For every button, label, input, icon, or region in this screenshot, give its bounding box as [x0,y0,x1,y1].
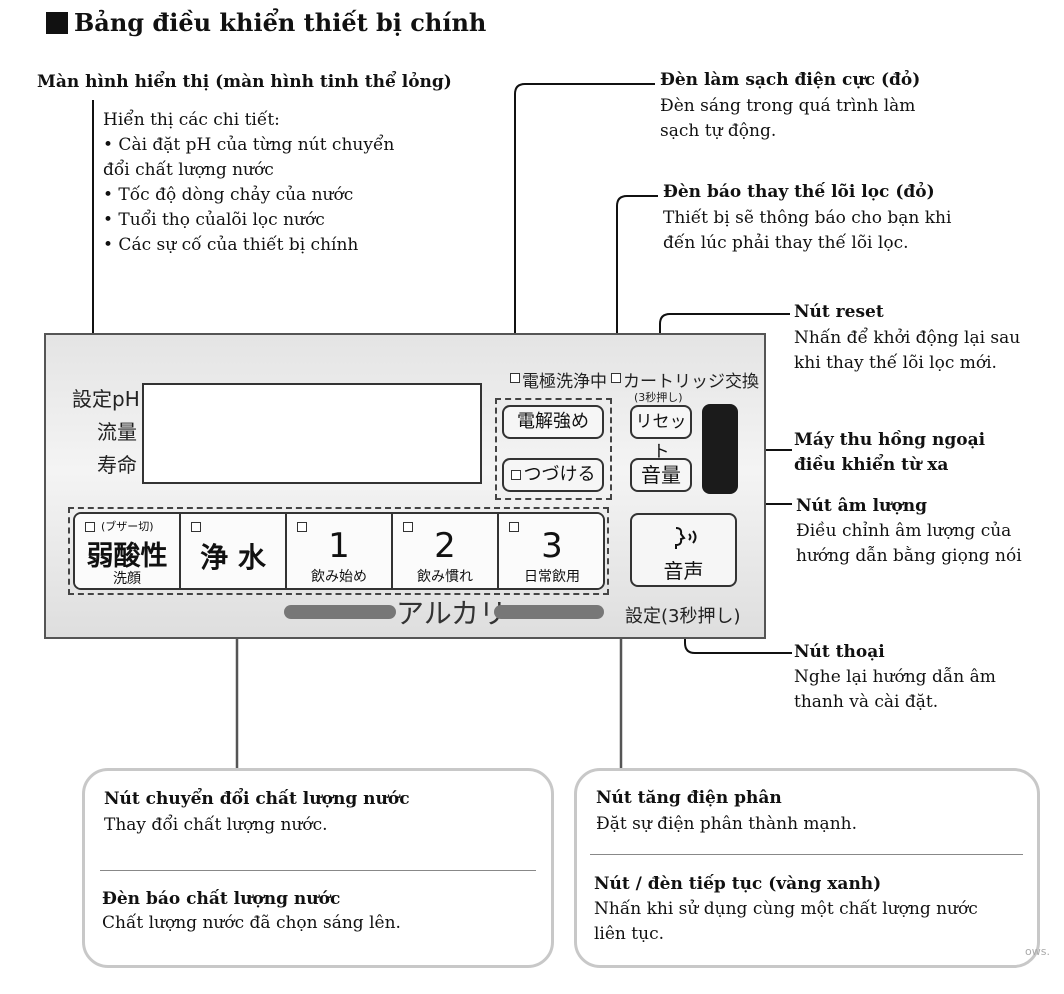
watermark: ows. [1025,945,1050,958]
volume-line: hướng dẫn bằng giọng nói [796,546,1022,566]
cartridge-leader-line [616,195,658,372]
voice-button[interactable]: 音声 [630,513,737,587]
voice-line: Nghe lại hướng dẫn âm [794,667,996,687]
voice-icon [675,527,697,549]
volume-button[interactable]: 音量 [630,458,692,492]
volume-heading: Nút âm lượng [796,496,927,516]
reset-leader-line [659,313,790,406]
continue-line: Nhấn khi sử dụng cùng một chất lượng nướ… [594,899,978,919]
square-bullet-icon [46,12,68,34]
electrode-lamp-label: 電極洗浄中 [522,372,607,392]
reset-line: khi thay thế lõi lọc mới. [794,353,997,373]
water-quality-strip: (ブザー切) 弱酸性 洗顔 浄 水 1 飲み始め 2 飲み慣れ 3 日常飲用 [73,512,605,590]
lcd-label-life: 寿命 [97,453,137,477]
display-line: • Cài đặt pH của từng nút chuyển [103,135,395,155]
bottom-left-divider [100,870,536,871]
alkali-1-sub: 飲み始め [311,569,367,585]
alkali-2-label: 2 [434,526,456,566]
purified-water-lamp [191,522,201,532]
alkali-3-button[interactable]: 3 日常飲用 [499,514,603,588]
display-line: • Tuổi thọ củalõi lọc nước [103,210,325,230]
lcd-label-ph: 設定pH [72,387,140,411]
purified-water-button[interactable]: 浄 水 [181,514,287,588]
ir-receiver [702,404,738,494]
weak-acid-lamp [85,522,95,532]
ir-receiver-heading: Máy thu hồng ngoại điều khiển từ xa [794,428,985,478]
ir-heading-line: điều khiển từ xa [794,455,949,475]
page-title-text: Bảng điều khiển thiết bị chính [74,8,487,37]
display-line: • Các sự cố của thiết bị chính [103,235,359,255]
voice-line: thanh và cài đặt. [794,692,939,712]
alkali-3-label: 3 [541,526,563,566]
electrode-lamp-text: Đèn sáng trong quá trình làm sạch tự độn… [660,94,915,144]
alkali-1-label: 1 [328,526,350,566]
electrode-line: Đèn sáng trong quá trình làm [660,96,916,116]
alkali-2-sub: 飲み慣れ [417,569,473,585]
voice-button-label: 音声 [663,559,704,583]
purified-water-label: 浄 水 [200,541,266,574]
reset-heading: Nút reset [794,302,884,322]
alkali-2-lamp [403,522,413,532]
buzzer-off-note: (ブザー切) [101,520,154,533]
electrode-leader-line [514,83,655,372]
continue-lamp [510,470,521,480]
weak-acid-button[interactable]: (ブザー切) 弱酸性 洗顔 [75,514,181,588]
volume-line: Điều chỉnh âm lượng của [796,521,1012,541]
display-text: Hiển thị các chi tiết: • Cài đặt pH của … [103,108,394,258]
cartridge-lamp-text: Thiết bị sẽ thông báo cho bạn khi đến lú… [663,206,951,256]
cartridge-line: đến lúc phải thay thế lõi lọc. [663,233,909,253]
cartridge-lamp-label: カートリッジ交換 [623,372,759,392]
cartridge-lamp-heading: Đèn báo thay thế lõi lọc (đỏ) [663,182,935,202]
ir-heading-line: Máy thu hồng ngoại [794,430,986,450]
continue-button[interactable]: つづける [502,458,604,492]
continue-heading: Nút / đèn tiếp tục (vàng xanh) [594,874,882,894]
strong-button-text: Đặt sự điện phân thành mạnh. [596,814,857,834]
continue-text: Nhấn khi sử dụng cùng một chất lượng nướ… [594,897,978,947]
reset-button[interactable]: リセット [630,405,692,462]
page-title: Bảng điều khiển thiết bị chính [46,8,486,37]
reset-text: Nhấn để khởi động lại sau khi thay thế l… [794,326,1020,376]
continue-line: liên tục. [594,924,664,944]
continue-button-label: つづける [523,464,596,485]
lcd-label-flow: 流量 [97,420,137,444]
voice-leader-line [684,588,792,654]
electrode-line: sạch tự động. [660,121,777,141]
bottom-right-divider [590,854,1023,855]
strong-button-heading: Nút tăng điện phân [596,788,782,808]
cartridge-note: (3秒押し) [634,391,683,404]
voice-text: Nghe lại hướng dẫn âm thanh và cài đặt. [794,665,996,715]
reset-line: Nhấn để khởi động lại sau [794,328,1021,348]
alkali-2-button[interactable]: 2 飲み慣れ [393,514,499,588]
lcd-display [142,383,482,484]
water-switch-text: Thay đổi chất lượng nước. [104,815,328,835]
settings-note: 設定(3秒押し) [625,606,741,627]
voice-heading: Nút thoại [794,642,885,662]
water-quality-group [68,507,609,595]
alkali-1-button[interactable]: 1 飲み始め [287,514,393,588]
alkali-bar-left [284,605,396,619]
electrolysis-info-box [574,768,1040,968]
cartridge-line: Thiết bị sẽ thông báo cho bạn khi [663,208,952,228]
display-line: • Tốc độ dòng chảy của nước [103,185,354,205]
volume-text: Điều chỉnh âm lượng của hướng dẫn bằng g… [796,519,1022,569]
cartridge-lamp [611,373,621,383]
electrode-lamp-heading: Đèn làm sạch điện cực (đỏ) [660,70,921,90]
display-line: đổi chất lượng nước [103,160,274,180]
weak-acid-sub: 洗顔 [113,571,141,587]
alkali-bar-right [494,605,604,619]
water-lamp-text: Chất lượng nước đã chọn sáng lên. [102,913,401,933]
strong-electrolysis-button[interactable]: 電解強め [502,405,604,439]
alkali-1-lamp [297,522,307,532]
display-line: Hiển thị các chi tiết: [103,110,280,130]
strong-continue-group [495,398,612,500]
alkali-3-lamp [509,522,519,532]
water-quality-info-box [82,768,554,968]
water-switch-heading: Nút chuyển đổi chất lượng nước [104,789,410,809]
electrode-lamp [510,373,520,383]
weak-acid-label: 弱酸性 [86,541,168,572]
alkali-label: アルカリ [396,597,507,630]
water-lamp-heading: Đèn báo chất lượng nước [102,889,341,909]
alkali-3-sub: 日常飲用 [524,569,580,585]
display-heading: Màn hình hiển thị (màn hình tinh thể lỏn… [37,72,452,92]
